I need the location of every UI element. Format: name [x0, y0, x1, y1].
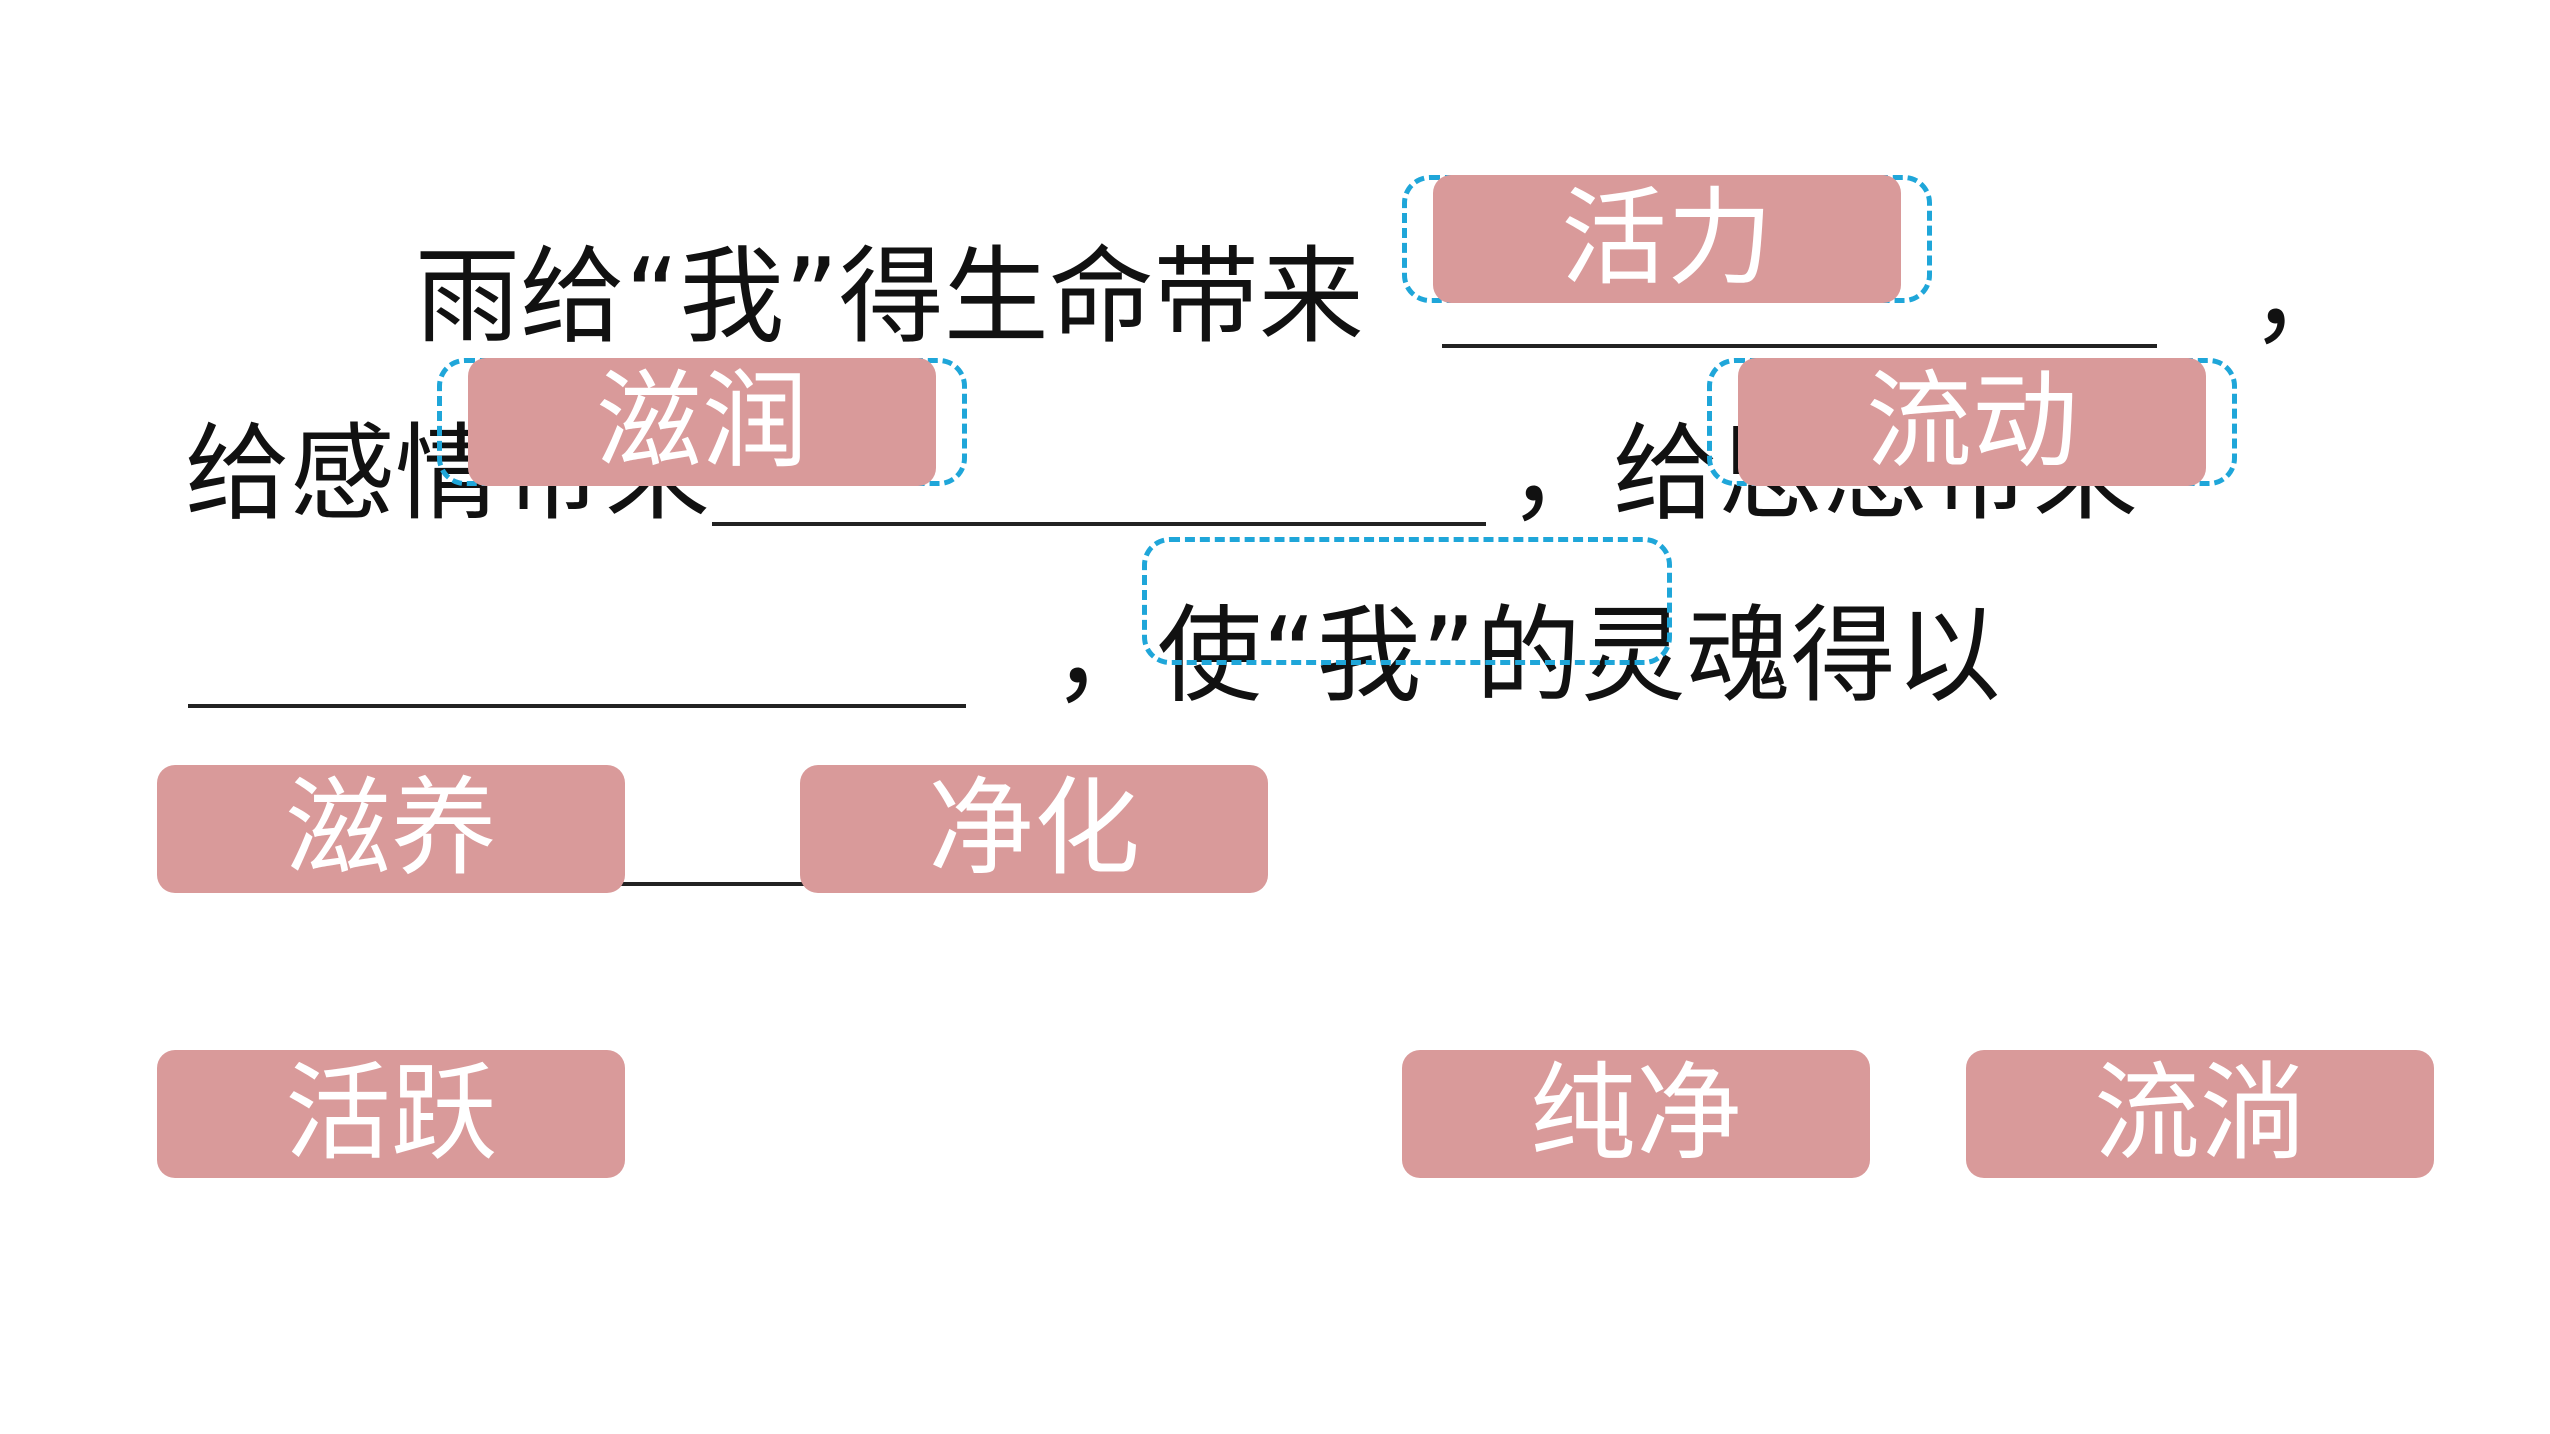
- answer-tile-zirun[interactable]: 滋润: [468, 358, 936, 486]
- blank-1: [1442, 344, 2157, 348]
- answer-tile-huoyue[interactable]: 活跃: [157, 1050, 625, 1178]
- answer-tile-liutang[interactable]: 流淌: [1966, 1050, 2434, 1178]
- answer-tile-huoli[interactable]: 活力: [1433, 175, 1901, 303]
- answer-tile-jinghua[interactable]: 净化: [800, 765, 1268, 893]
- line1-text: 雨给“我”得生命带来: [415, 236, 1364, 358]
- line3-text: ，使“我”的灵魂得以: [1052, 595, 2001, 717]
- blank-3: [188, 704, 966, 708]
- answer-tile-ziyang[interactable]: 滋养: [157, 765, 625, 893]
- line1-comma: ，: [2250, 236, 2356, 358]
- answer-tile-chunjing[interactable]: 纯净: [1402, 1050, 1870, 1178]
- drop-target-4[interactable]: [1142, 537, 1672, 665]
- blank-2: [712, 522, 1486, 526]
- answer-tile-liudong[interactable]: 流动: [1738, 358, 2206, 486]
